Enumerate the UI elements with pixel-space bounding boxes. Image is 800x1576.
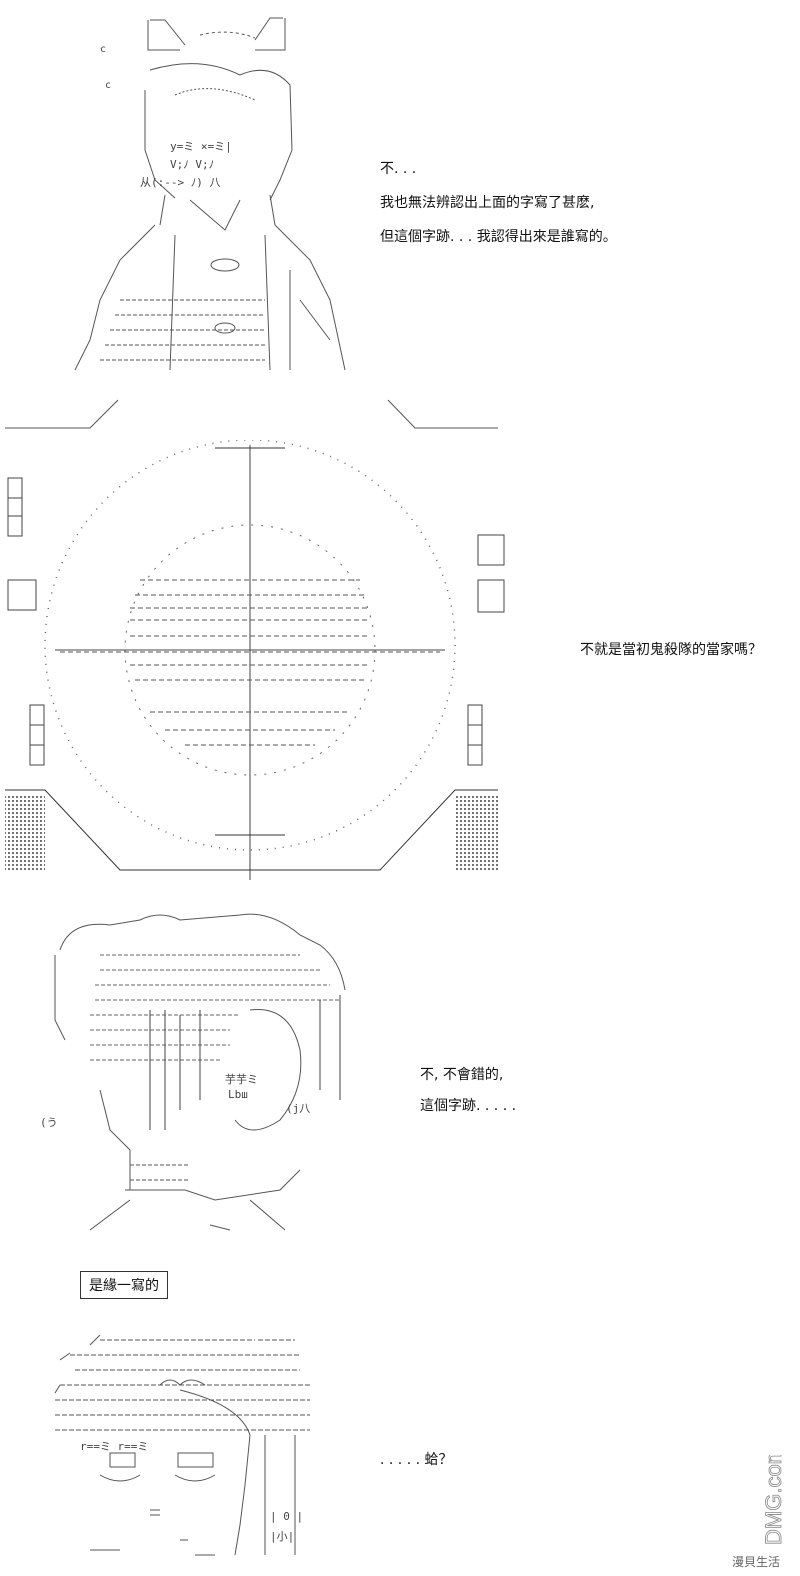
panel-2-dialog: 不就是當初鬼殺隊的當家嗎？ bbox=[580, 638, 762, 663]
panel-3-dialog: 不, 不會錯的, 這個字跡. . . . . bbox=[420, 1063, 516, 1119]
watermark-logo-icon: DMG.com bbox=[761, 1446, 787, 1546]
panel-1-character-art: c c y=ミ ×=ミ| V;ﾉ V;ﾉ 从(:--> ﾉ) 八 bbox=[5, 17, 498, 429]
bottom-watermark-text: 漫貝生活 bbox=[732, 1555, 781, 1569]
panel-4-character-art: | 0 | |小| r==ミ r==ミ bbox=[54, 1334, 310, 1556]
svg-text:| 0 |: | 0 | bbox=[270, 1510, 303, 1523]
vertical-watermark: DMG.com bbox=[755, 1446, 795, 1546]
dialog-line: 不就是當初鬼殺隊的當家嗎？ bbox=[580, 642, 762, 658]
svg-text:(j八: (j八 bbox=[286, 1102, 310, 1115]
dialog-line: 不. . . bbox=[380, 161, 417, 177]
dialog-line: 不, 不會錯的, bbox=[420, 1067, 504, 1083]
svg-text:y=ミ ×=ミ|: y=ミ ×=ミ| bbox=[170, 140, 232, 153]
svg-text:(う: (う bbox=[40, 1116, 58, 1129]
svg-text:Lbш: Lbш bbox=[228, 1088, 248, 1101]
dialog-line: 我也無法辨認出上面的字寫了甚麽, bbox=[380, 195, 595, 211]
dialog-line: . . . . . 蛤？ bbox=[380, 1452, 453, 1468]
svg-text:c: c bbox=[100, 44, 106, 55]
dialog-line: 這個字跡. . . . . bbox=[420, 1098, 517, 1114]
vertical-watermark-text: DMG.com bbox=[761, 1455, 786, 1545]
note-box-text: 是緣一寫的 bbox=[89, 1278, 159, 1294]
panel-1-dialog: 不. . . 我也無法辨認出上面的字寫了甚麽, 但這個字跡. . . 我認得出來… bbox=[380, 157, 617, 250]
svg-text:c: c bbox=[105, 80, 111, 91]
svg-text:从(:--> ﾉ) 八: 从(:--> ﾉ) 八 bbox=[140, 176, 220, 189]
bottom-watermark: 漫貝生活 bbox=[732, 1553, 780, 1570]
panel-4-dialog: . . . . . 蛤？ bbox=[380, 1448, 453, 1473]
dialog-line: 但這個字跡. . . 我認得出來是誰寫的。 bbox=[380, 229, 617, 245]
svg-text:|小|: |小| bbox=[270, 1530, 294, 1543]
svg-text:芋芋ミ: 芋芋ミ bbox=[225, 1073, 258, 1086]
panel-2-scope-art bbox=[5, 440, 505, 880]
note-box: 是緣一寫的 bbox=[80, 1271, 168, 1299]
svg-text:r==ミ r==ミ: r==ミ r==ミ bbox=[80, 1440, 148, 1453]
panel-3-character-art: 芋芋ミ Lbш (う (j八 bbox=[40, 913, 346, 1231]
svg-text:V;ﾉ V;ﾉ: V;ﾉ V;ﾉ bbox=[170, 158, 214, 171]
